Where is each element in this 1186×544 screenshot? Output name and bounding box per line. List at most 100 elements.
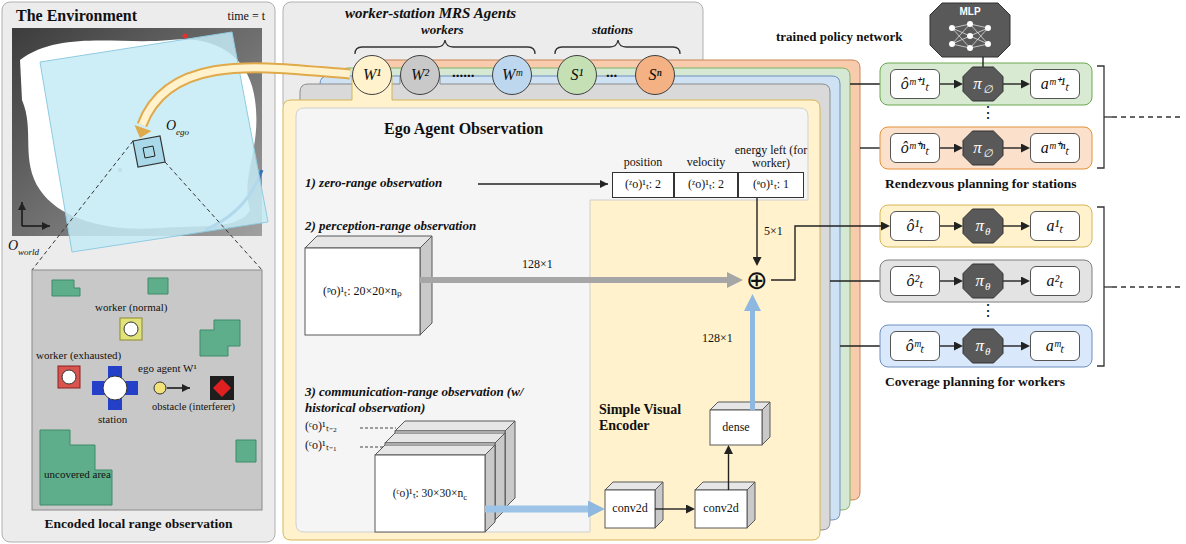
group-bracket xyxy=(1097,66,1104,168)
local-observation-map xyxy=(58,366,80,388)
local-observation-map xyxy=(32,270,262,510)
agent-card-stack xyxy=(296,108,808,532)
mlp-illustration xyxy=(967,21,973,27)
vector-cell: energy left (for worker)(ᵉo)¹ₜ: 1 xyxy=(738,172,804,198)
sum-node: ⊕ xyxy=(743,266,771,294)
policy-octagon: π∅ xyxy=(963,67,1003,101)
action-box-text: aᵐ⁺ⁿₜ xyxy=(1041,139,1070,157)
connector xyxy=(420,277,727,283)
mlp-illustration xyxy=(930,3,1010,57)
group-bracket xyxy=(1097,207,1104,366)
connector xyxy=(655,508,686,509)
ego-pointer-arrow xyxy=(135,125,152,138)
action-box-text: a¹ₜ xyxy=(1047,217,1064,235)
section-label: Coverage planning for workers xyxy=(885,374,1065,390)
observation-box-text: ôᵐ⁺ⁿₜ xyxy=(901,139,930,157)
connector xyxy=(485,506,588,513)
policy-row xyxy=(880,325,1092,367)
map-label: uncovered area xyxy=(44,468,111,481)
action-box-text: aᵐₜ xyxy=(1046,337,1065,355)
mlp-illustration xyxy=(949,25,955,31)
connector xyxy=(1003,147,1021,148)
vector-cell-subtext: (ᶻo)¹ₜ: 2 xyxy=(688,178,724,192)
tensor-cubes xyxy=(375,455,485,532)
ellipsis: ... xyxy=(606,64,617,81)
ego-pointer-arrow xyxy=(142,68,350,125)
axis-label: O xyxy=(166,118,176,134)
mlp-network: MLP xyxy=(930,3,1010,57)
policy-octagon-text: π xyxy=(976,216,985,236)
policy-octagon: πθ xyxy=(963,264,1003,298)
local-observation-map xyxy=(40,430,112,505)
agents-background xyxy=(555,40,680,54)
tensor-cubes xyxy=(385,433,505,443)
observation-box: ôᵐ⁺ⁿₜ xyxy=(890,133,940,163)
vector-cell-text: position xyxy=(624,156,663,170)
section-label: 1) zero-range observation xyxy=(305,176,442,191)
history-label: (ᶜo)¹ₜ₋₂ xyxy=(305,420,337,434)
layer-box: dense xyxy=(710,410,762,445)
group-bracket xyxy=(1112,286,1182,287)
agents-panel: worker-station MRS AgentsW¹W²WᵐS¹Sⁿ xyxy=(283,2,703,112)
policy-octagon: πθ xyxy=(963,209,1003,243)
tensor-cubes xyxy=(485,445,495,532)
action-box: a¹ₜ xyxy=(1030,211,1080,241)
tensor-cubes xyxy=(375,445,495,455)
observation-box-text: ô¹ₜ xyxy=(907,217,924,235)
mlp-illustration xyxy=(949,21,991,51)
mlp-illustration xyxy=(967,45,973,51)
tensor-cubes xyxy=(762,402,770,445)
mlp-illustration xyxy=(930,3,1010,57)
ego-pointer-arrow xyxy=(135,68,351,138)
tensor-cubes xyxy=(420,236,432,335)
policy-row xyxy=(880,63,1092,367)
tensor-cubes xyxy=(305,236,432,248)
world-map xyxy=(32,141,133,270)
ellipsis: ...... xyxy=(452,64,475,81)
ellipsis: ⋮ xyxy=(980,303,996,319)
dimension-label: 5×1 xyxy=(762,225,785,239)
connector xyxy=(1003,225,1021,226)
communication-tensor: (ᶜo)¹ₜ: 30×30×nc xyxy=(375,455,485,532)
policy-octagon: π∅ xyxy=(963,131,1003,165)
sum-node-text: ⊕ xyxy=(746,266,768,294)
vector-cell-subtext: (ᵉo)¹ₜ: 1 xyxy=(753,178,789,192)
octagon-outline xyxy=(963,209,1003,243)
action-box-text: a²ₜ xyxy=(1047,272,1064,290)
dimension-label: 128×1 xyxy=(520,258,555,272)
local-observation-map xyxy=(167,387,190,389)
environment-background xyxy=(2,2,275,542)
history-label: (ᶜo)¹ₜ₋₁ xyxy=(305,439,337,453)
map-label: obstacle (interferer) xyxy=(152,401,235,413)
policy-octagon-subtext: ∅ xyxy=(983,147,993,160)
tensor-cubes xyxy=(695,490,747,528)
local-observation-map xyxy=(200,320,240,356)
action-box-text: aᵐ⁺¹ₜ xyxy=(1041,75,1069,93)
agent-circle-text: Wᵐ xyxy=(502,66,522,84)
environment-panel-text: The Environment xyxy=(16,7,137,25)
section-label: 3) communication-range observation (w/ h… xyxy=(305,384,555,415)
agent-circle-text: S¹ xyxy=(571,66,584,84)
agents-panel-text: worker-station MRS Agents xyxy=(345,5,516,22)
connector xyxy=(940,345,954,346)
policy-octagon: πθ xyxy=(963,329,1003,363)
observation-box-text: ôᵐₜ xyxy=(906,337,925,355)
local-observation-map xyxy=(213,379,231,397)
connector xyxy=(982,57,983,67)
mlp-network-text: MLP xyxy=(959,6,980,18)
tensor-cubes xyxy=(505,421,515,508)
local-observation-map xyxy=(148,278,168,294)
dimension-label: 128×1 xyxy=(700,332,735,346)
agent-circle: S¹ xyxy=(557,55,597,95)
section-label: 2) perception-range observation xyxy=(305,219,476,234)
agent-circle: W¹ xyxy=(352,55,392,95)
policy-octagon-subtext: ∅ xyxy=(983,83,993,96)
world-map xyxy=(21,202,22,226)
connector xyxy=(940,147,954,148)
ego-observation-card: Ego Agent Observationposition(ᶻo)¹ₜ: 2ve… xyxy=(296,108,808,532)
world-map xyxy=(143,146,155,158)
communication-tensor-text: (ᶜo)¹ₜ: 30×30×n xyxy=(393,487,464,500)
environment-panel-subtext: Encoded local range observation xyxy=(2,516,275,532)
tensor-cubes xyxy=(655,482,663,528)
leader-line xyxy=(360,447,384,448)
